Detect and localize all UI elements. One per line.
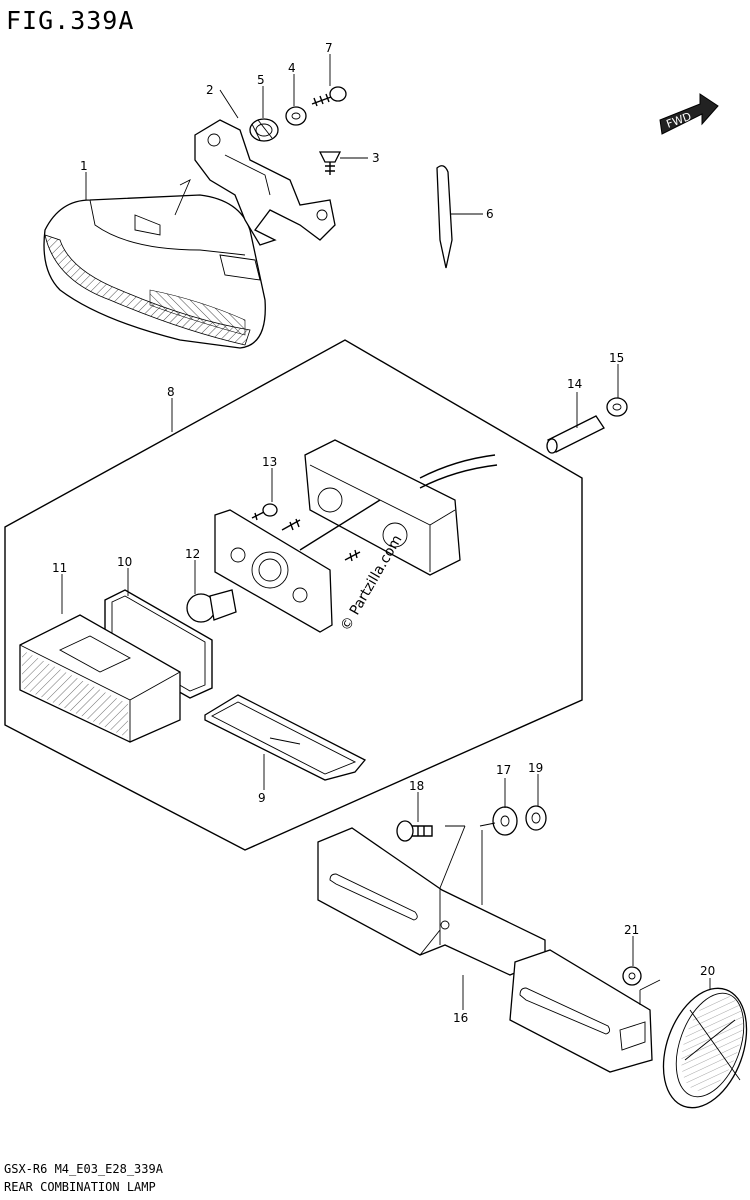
callout-20: 20	[700, 964, 715, 978]
callout-19: 19	[528, 761, 543, 775]
callout-3: 3	[372, 151, 380, 165]
part-9-plate-window	[204, 694, 367, 781]
figure-caption: REAR COMBINATION LAMP	[4, 1180, 156, 1194]
callout-17: 17	[496, 763, 511, 777]
part-1-tail-lamp	[43, 179, 266, 349]
lamp-rear-housing	[304, 439, 498, 576]
part-8-assembly-frame	[4, 339, 583, 851]
part-6-cable-tie	[436, 165, 453, 269]
callout-6: 6	[486, 207, 494, 221]
part-20-reflector	[662, 987, 748, 1109]
callout-10: 10	[117, 555, 132, 569]
part-3-screw	[318, 151, 342, 175]
callout-11: 11	[52, 561, 67, 575]
callout-labels: 1 2 3 4 5 6 7 8 9 10 11 12 13 14 15 16 1…	[52, 41, 715, 1025]
fwd-label: FWD	[665, 110, 694, 131]
leader-lines	[61, 54, 711, 1010]
part-14-collar	[546, 415, 605, 454]
figure-title: FIG.339A	[6, 6, 135, 35]
part-4-washer	[285, 106, 307, 126]
callout-2: 2	[206, 83, 214, 97]
callout-9: 9	[258, 791, 266, 805]
callout-13: 13	[262, 455, 277, 469]
part-12-bulb	[186, 589, 237, 623]
part-17-washer	[492, 806, 518, 836]
callout-8: 8	[167, 385, 175, 399]
callout-1: 1	[80, 159, 88, 173]
callout-14: 14	[567, 377, 582, 391]
part-18-bolt	[396, 820, 433, 842]
callout-7: 7	[325, 41, 333, 55]
callout-12: 12	[185, 547, 200, 561]
part-16-license-bracket	[317, 827, 653, 1073]
part-13-screw	[251, 503, 278, 521]
callout-5: 5	[257, 73, 265, 87]
part-11-lens	[19, 614, 181, 743]
part-2-bracket	[194, 119, 336, 246]
callout-18: 18	[409, 779, 424, 793]
watermark: © Partzilla.com	[338, 532, 406, 634]
model-code: GSX-R6 M4_E03_E28_339A	[4, 1162, 163, 1176]
lamp-socket-plate	[214, 499, 381, 633]
callout-15: 15	[609, 351, 624, 365]
part-19-nut	[525, 805, 547, 831]
part-7-screw	[311, 86, 347, 107]
fwd-arrow-icon: FWD	[659, 93, 719, 135]
callout-16: 16	[453, 1011, 468, 1025]
part-5-grommet	[249, 118, 279, 142]
part-21-nut	[622, 966, 642, 986]
callout-21: 21	[624, 923, 639, 937]
callout-4: 4	[288, 61, 296, 75]
part-15-nut	[606, 397, 628, 417]
